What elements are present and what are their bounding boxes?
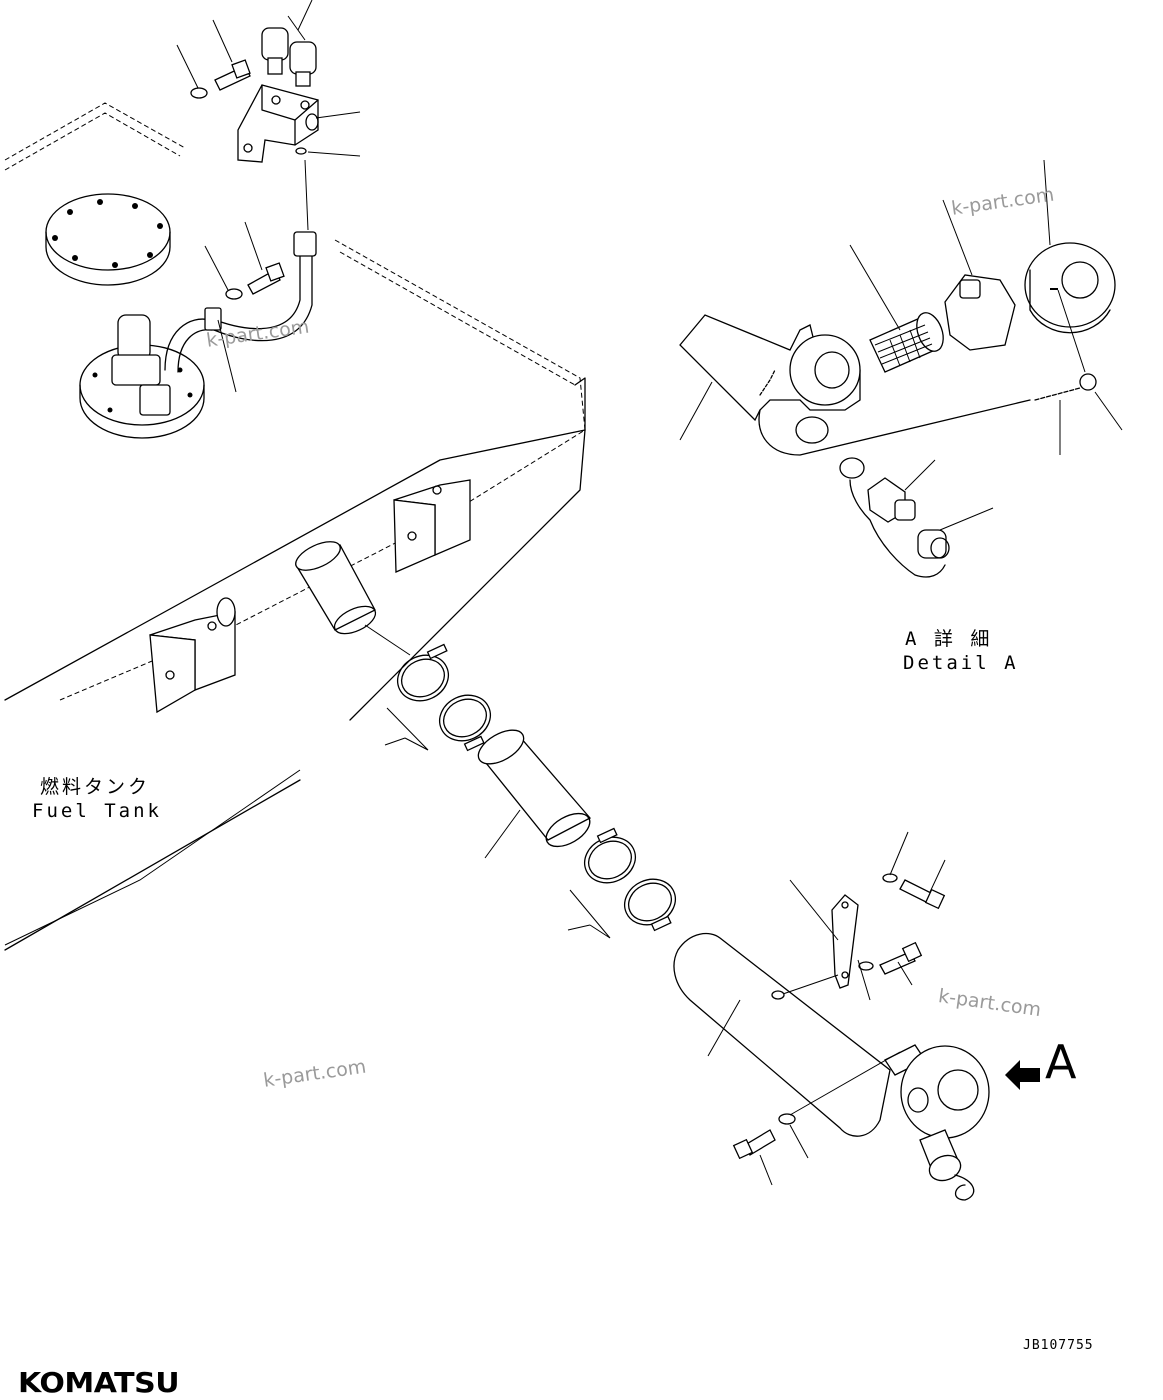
level-gauge-unit [79,159,317,439]
fuel-tank-label-jp: 燃料タンク [40,776,151,798]
leader-lines-top [176,0,361,393]
detail-a-label-jp: A 詳 細 [905,628,993,650]
tank-mount-brackets [149,479,471,714]
sensor-bracket [190,27,319,300]
drawing-code: JB107755 [1023,1338,1094,1353]
komatsu-logo: KOMATSU [18,1367,180,1400]
detail-a-label-en: Detail A [903,652,1019,674]
detail-a-drawing [679,159,1123,578]
view-marker-a: A [1045,1035,1077,1089]
filler-pipe [673,831,1040,1201]
fuel-tank-label-en: Fuel Tank [32,800,162,822]
fuel-tank-outline [4,102,586,951]
tank-cover-plate [45,193,171,286]
hose-assembly [295,541,676,939]
